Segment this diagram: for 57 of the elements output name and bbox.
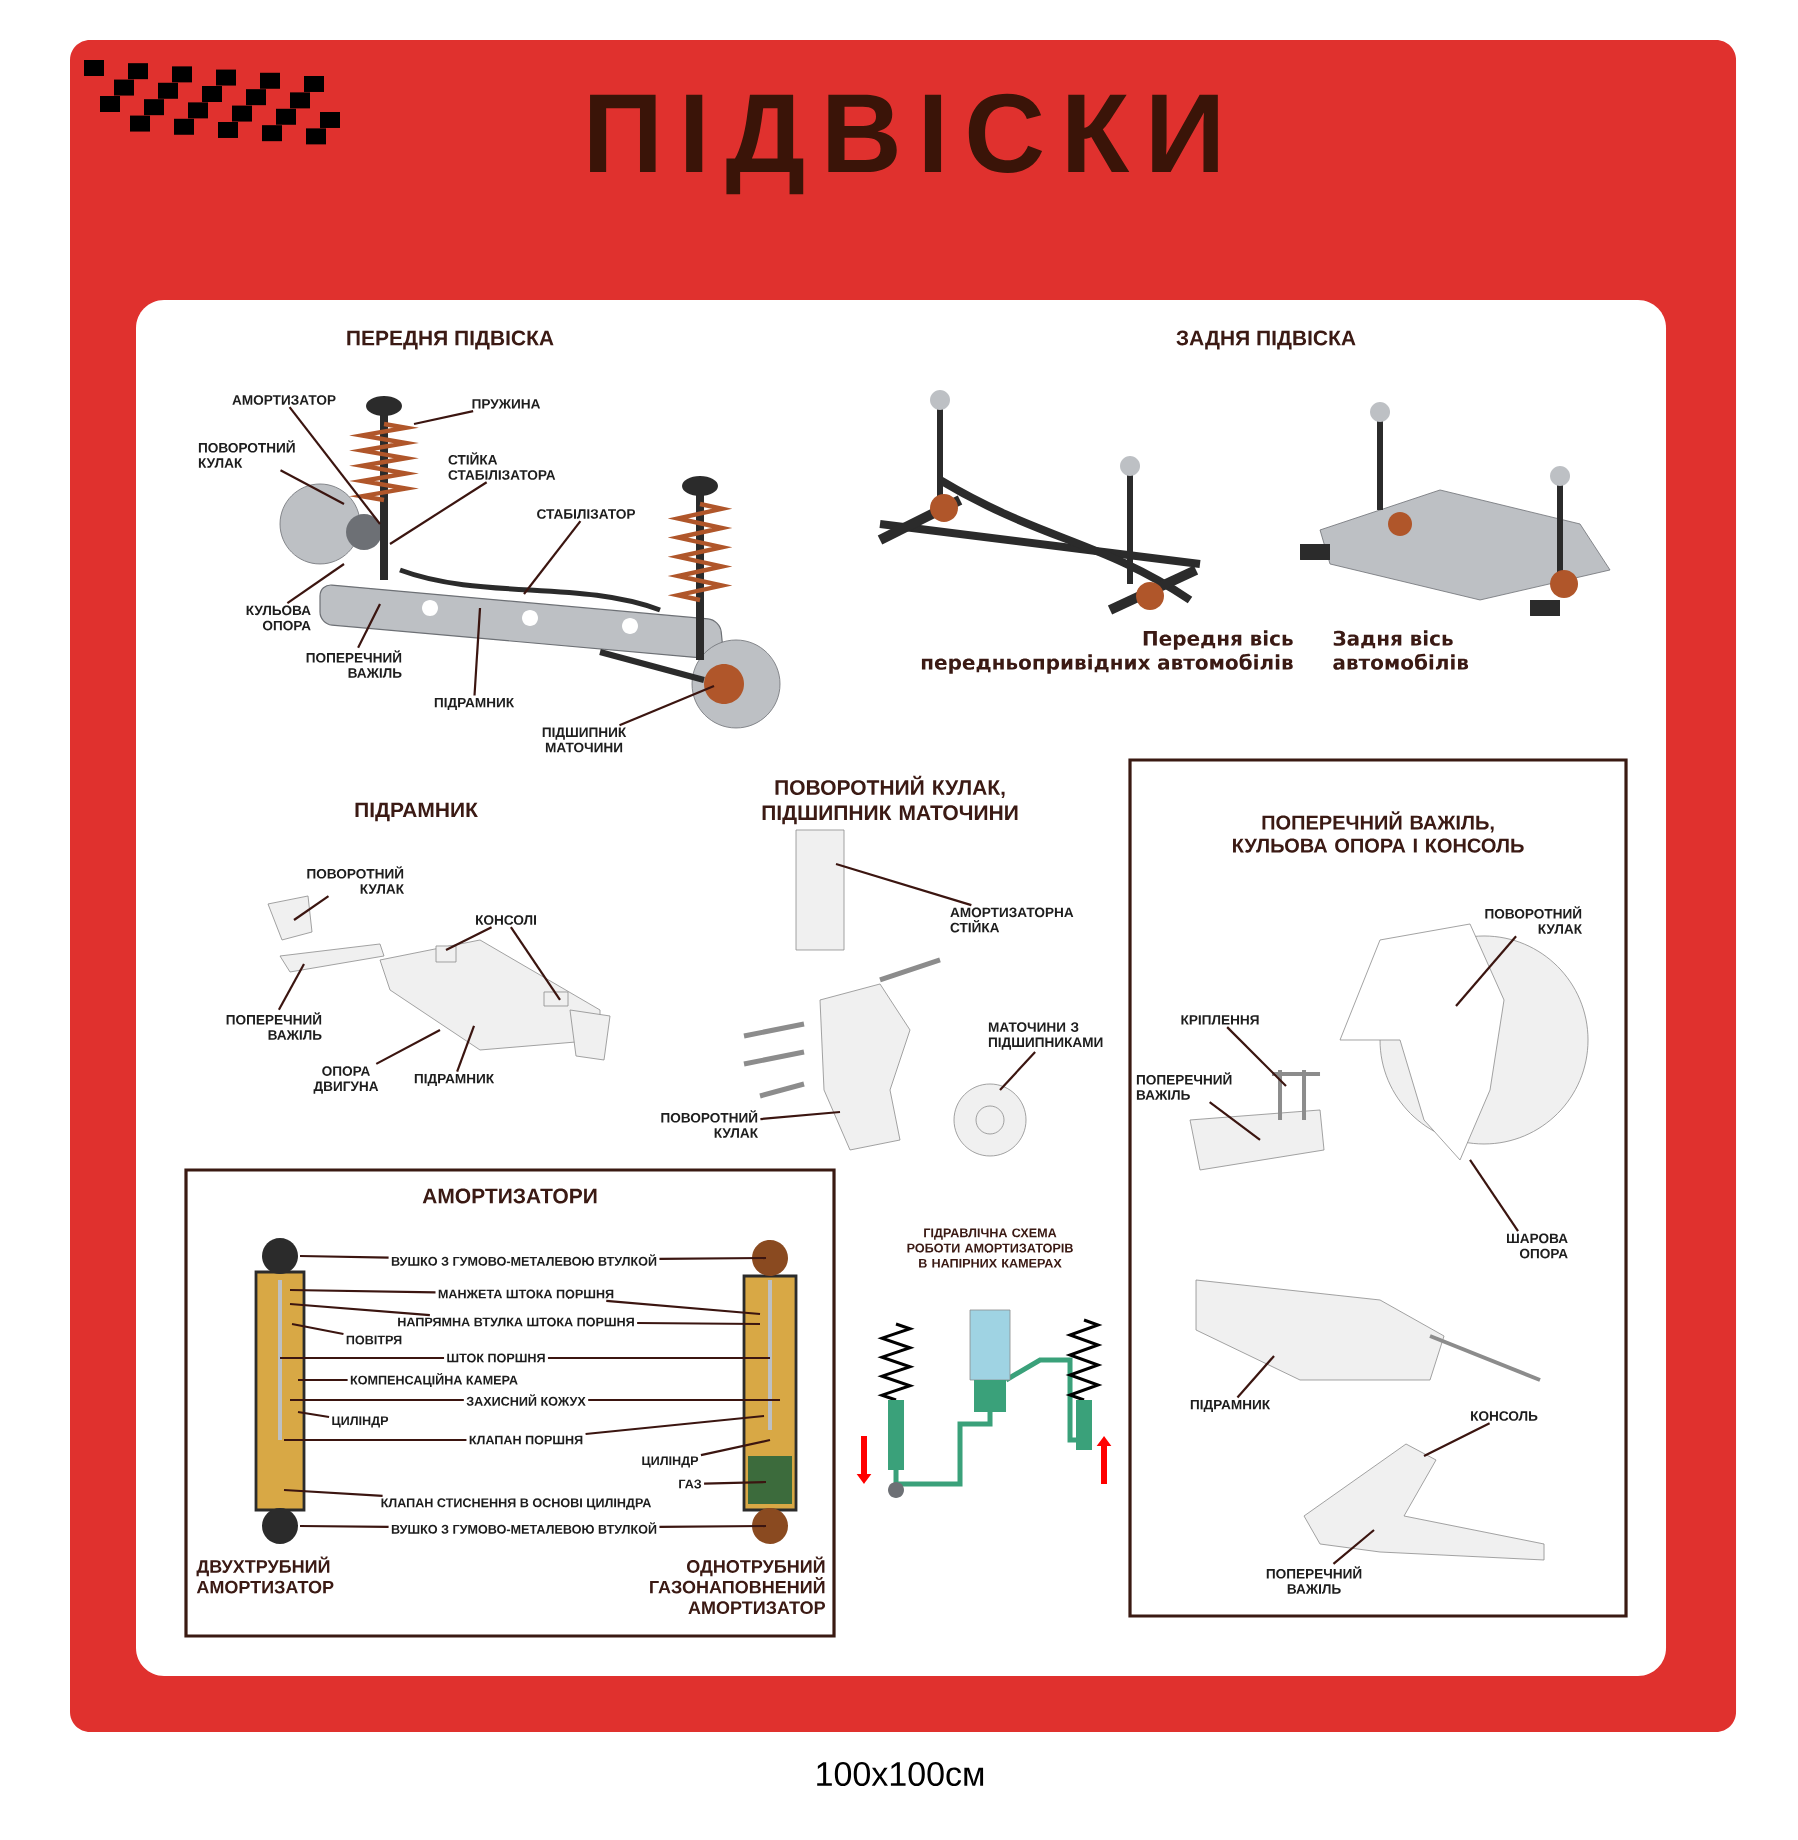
leader-line	[704, 1480, 767, 1485]
leader-line	[445, 926, 493, 951]
leader-line	[277, 963, 305, 1011]
shock-caption: ОДНОТРУБНИЙ ГАЗОНАПОВНЕНИЙ АМОРТИЗАТОР	[650, 1556, 825, 1615]
leader-line	[1226, 1026, 1287, 1087]
leader-line	[286, 563, 345, 605]
leader-line	[298, 1378, 348, 1382]
leader-line	[585, 1414, 765, 1436]
leader-line	[619, 684, 715, 727]
poster-title: ПІДВІСКИ	[590, 93, 1218, 195]
leader-line	[659, 1256, 767, 1260]
leader-line	[293, 895, 330, 921]
leader-line	[1332, 1529, 1375, 1565]
leader-line	[375, 1029, 441, 1065]
size-caption: 100x100см	[817, 1761, 984, 1787]
leader-line	[999, 1051, 1036, 1091]
leader-line	[523, 520, 582, 595]
leader-line	[283, 1488, 383, 1498]
leader-line	[300, 1524, 389, 1528]
leader-line	[1423, 1422, 1491, 1457]
leader-line	[290, 1398, 464, 1402]
leader-line	[297, 1410, 330, 1419]
leader-line	[289, 1302, 430, 1317]
leader-line	[835, 862, 972, 907]
leader-line	[284, 1438, 467, 1442]
leader-line	[299, 1254, 389, 1259]
section-heading: ПЕРЕДНЯ ПІДВІСКА	[347, 330, 554, 350]
panel-heading: ПОПЕРЕЧНИЙ ВАЖІЛЬ, КУЛЬОВА ОПОРА І КОНСОЛЬ	[1233, 811, 1524, 853]
leader-line	[509, 926, 561, 1001]
leader-line	[1469, 1159, 1519, 1232]
panel-heading: АМОРТИЗАТОРИ	[422, 1188, 597, 1204]
leader-line	[588, 1398, 780, 1402]
shock-caption: ДВУХТРУБНИЙ АМОРТИЗАТОР	[196, 1556, 334, 1594]
leader-line	[413, 410, 474, 426]
leader-line	[659, 1524, 767, 1528]
leader-line	[700, 1438, 771, 1457]
leader-line	[389, 481, 488, 545]
leader-line	[547, 1356, 770, 1360]
leader-line	[637, 1321, 761, 1326]
leader-line	[288, 406, 381, 525]
section-heading: ПІДРАМНИК	[355, 802, 478, 822]
leader-line	[279, 469, 345, 505]
section-heading: ЗАДНЯ ПІДВІСКА	[1176, 330, 1356, 350]
leader-line	[473, 607, 482, 696]
image-caption: Передня вісь передньопривідних автомобілів	[921, 630, 1293, 674]
leader-line	[1455, 935, 1517, 1007]
leader-line	[280, 1356, 445, 1360]
section-heading: ПОВОРОТНИЙ КУЛАК, ПІДШИПНИК МАТОЧИНИ	[762, 775, 1018, 825]
leader-line	[291, 1322, 344, 1336]
image-caption: Задня вісь автомобілів	[1333, 630, 1469, 670]
leader-line	[357, 603, 381, 649]
leader-line	[760, 1110, 841, 1121]
leader-line	[606, 1299, 761, 1316]
leader-line	[290, 1288, 436, 1294]
leader-line	[1236, 1355, 1275, 1399]
leader-line	[1208, 1101, 1261, 1141]
leader-line	[456, 1025, 476, 1072]
